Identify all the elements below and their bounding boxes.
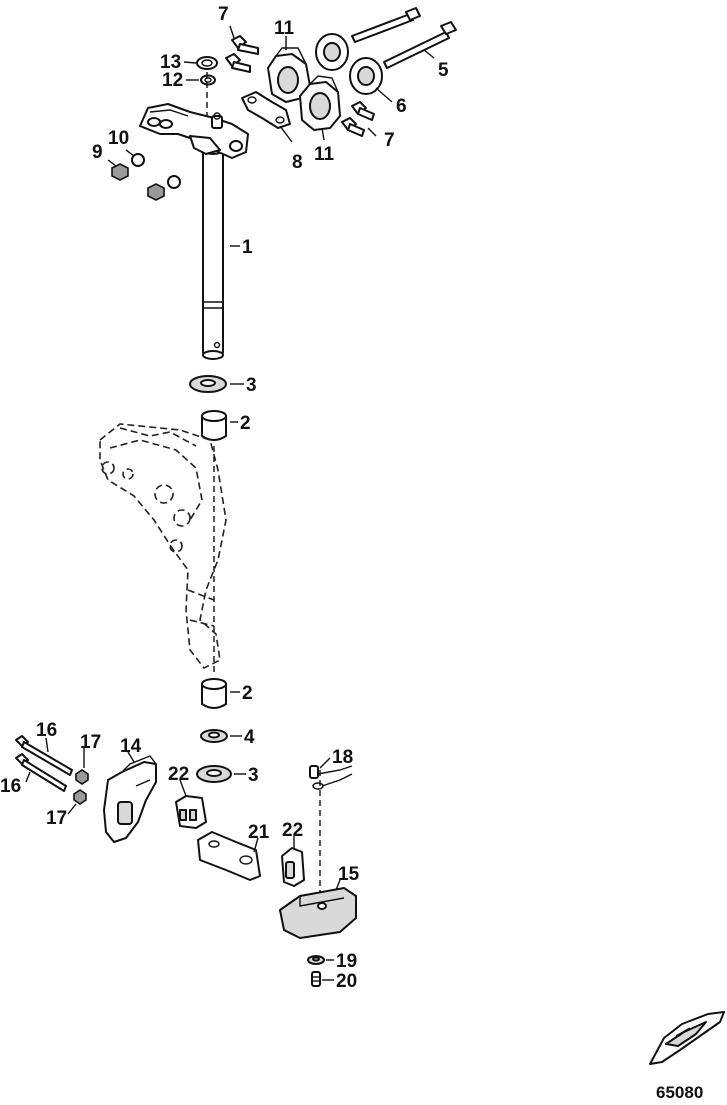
screw-part-20[interactable]	[311, 971, 321, 987]
steering-arm-bracket[interactable]	[139, 103, 249, 159]
long-bolt-part-16[interactable]	[15, 735, 73, 792]
bushing-part-2-lower[interactable]	[201, 678, 227, 709]
washer-part-4[interactable]	[200, 729, 228, 743]
callout-14: 14	[120, 736, 142, 757]
callout-9: 9	[92, 142, 103, 163]
callout-1: 1	[242, 237, 253, 258]
callout-13: 13	[160, 52, 181, 73]
callout-17-upper: 17	[80, 732, 101, 753]
nut-part-17[interactable]	[73, 769, 89, 805]
callout-3-lower: 3	[248, 765, 259, 786]
callout-11-upper: 11	[274, 18, 295, 39]
callout-2-lower: 2	[242, 683, 253, 704]
diagram-reference-number: 65080	[656, 1083, 703, 1102]
callout-15: 15	[338, 864, 360, 885]
callout-3-upper: 3	[246, 375, 257, 396]
thrust-washer-part-3-upper[interactable]	[189, 375, 227, 393]
callout-10: 10	[108, 128, 129, 149]
callout-8: 8	[292, 152, 303, 173]
lower-mount-part-21[interactable]	[197, 831, 261, 881]
callout-20: 20	[336, 971, 357, 992]
callout-16-lower: 16	[0, 776, 21, 797]
steering-shaft-part-1[interactable]	[202, 145, 224, 360]
callout-22-right: 22	[282, 820, 303, 841]
callout-21: 21	[248, 822, 270, 843]
washer-part-12[interactable]	[200, 74, 216, 86]
callout-19: 19	[336, 951, 357, 972]
bolt-part-7-lower[interactable]	[341, 101, 375, 137]
rubber-mount-part-11-lower[interactable]	[299, 75, 341, 131]
rubber-block-part-22-right[interactable]	[281, 847, 305, 887]
callout-18: 18	[332, 747, 353, 768]
lower-mount-housing-part-14[interactable]	[103, 755, 157, 843]
rubber-mount-part-11-upper[interactable]	[267, 47, 311, 103]
callout-4: 4	[244, 727, 255, 748]
swivel-bracket-phantom	[99, 423, 227, 670]
ground-strap-part-18[interactable]	[309, 765, 353, 790]
link-plate-part-8[interactable]	[241, 91, 291, 129]
callout-6: 6	[396, 96, 407, 117]
washer-part-10[interactable]	[131, 153, 181, 189]
nut-part-9[interactable]	[111, 163, 165, 201]
callout-7-upper: 7	[218, 4, 229, 25]
leader-lines	[25, 25, 435, 981]
callout-16-upper: 16	[36, 720, 57, 741]
callout-7-lower: 7	[384, 130, 395, 151]
boat-icon	[649, 1011, 725, 1065]
callout-11-lower: 11	[314, 144, 335, 165]
callout-5: 5	[438, 60, 449, 81]
lower-mount-cover-part-15[interactable]	[279, 887, 357, 939]
rubber-grommet-part-6[interactable]	[315, 33, 383, 95]
washer-part-13[interactable]	[196, 56, 218, 70]
callout-17-lower: 17	[46, 808, 67, 829]
washer-part-19[interactable]	[307, 955, 325, 965]
callout-labels: 7 11 13 12 5 6 7 8 11 10 9 1 3 2 2 4 3 1…	[0, 4, 703, 1102]
callout-22-left: 22	[168, 764, 189, 785]
bushing-part-2-upper[interactable]	[201, 410, 227, 441]
callout-12: 12	[162, 70, 183, 91]
thrust-washer-part-3-lower[interactable]	[196, 765, 232, 783]
long-bolt-part-5[interactable]	[351, 7, 457, 69]
rubber-block-part-22-left[interactable]	[175, 795, 207, 829]
bolt-part-7-upper[interactable]	[225, 35, 259, 73]
callout-2-upper: 2	[240, 413, 251, 434]
